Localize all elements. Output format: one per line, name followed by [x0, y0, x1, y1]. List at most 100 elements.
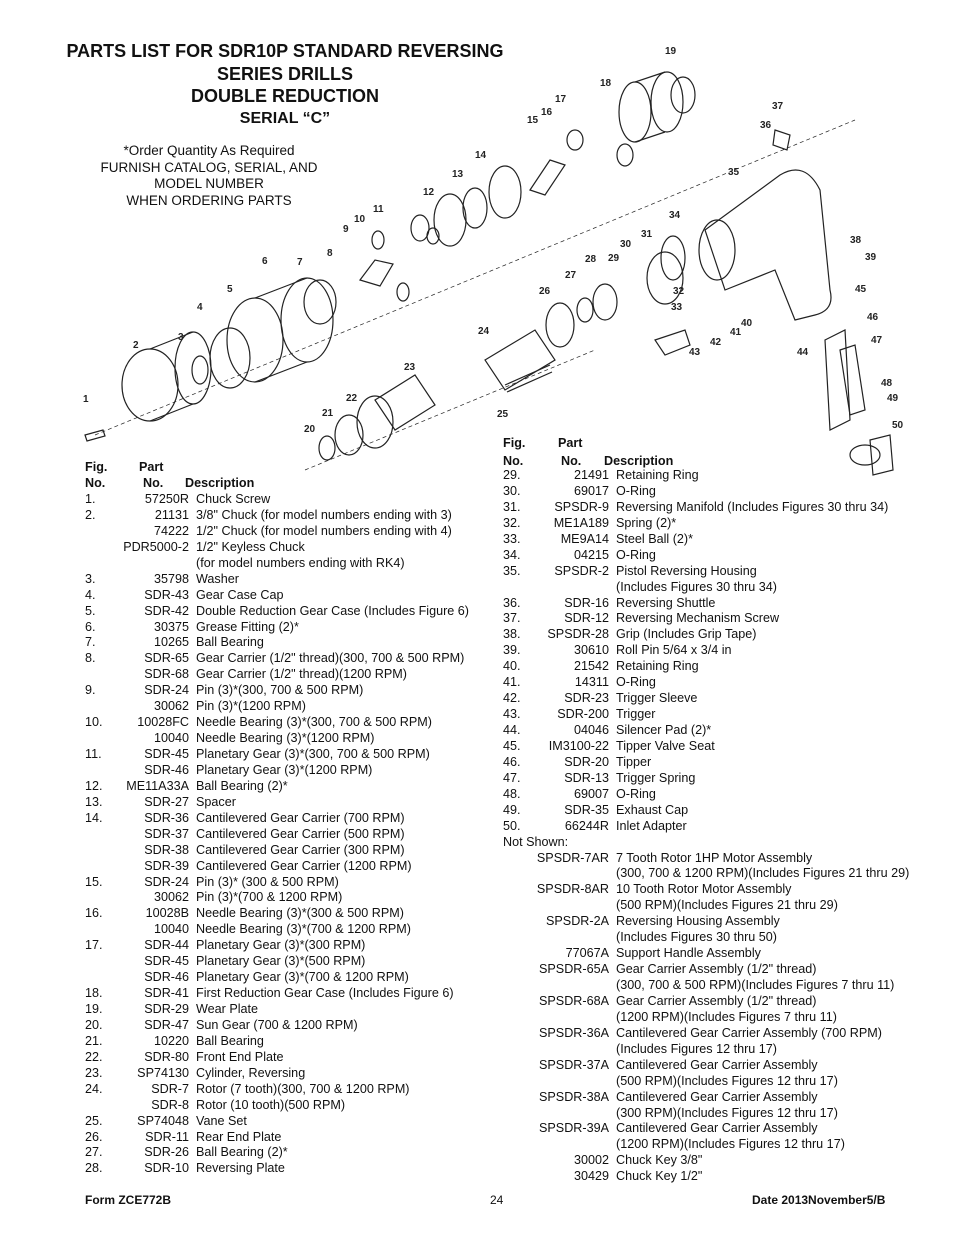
- part-number-cell: ME11A33A: [126, 778, 189, 793]
- description-cell: Reversing Shuttle: [616, 595, 716, 610]
- description-cell: Gear Carrier Assembly (1/2" thread): [616, 993, 817, 1008]
- fig-cell: 6.: [85, 619, 96, 634]
- callout-label: 24: [478, 326, 490, 337]
- description-cell: O-Ring: [616, 483, 656, 498]
- description-cell: (Includes Figures 12 thru 17): [616, 1041, 778, 1056]
- description-cell: Pin (3)*(1200 RPM): [196, 699, 306, 714]
- fig-cell: 38.: [503, 627, 521, 642]
- note-line-4: WHEN ORDERING PARTS: [126, 192, 292, 208]
- part-number-cell: SPSDR-28: [547, 627, 609, 642]
- description-cell: Planetary Gear (3)*(300 RPM): [196, 938, 366, 953]
- part-number-cell: SDR-27: [144, 794, 189, 809]
- fig-cell: 33.: [503, 531, 521, 546]
- callout-label: 36: [760, 120, 772, 131]
- callout-label: 7: [297, 257, 303, 268]
- table-row: SPSDR-38A Cantilevered Gear Carrier Assem…: [503, 1090, 933, 1106]
- description-cell: Planetary Gear (3)*(300, 700 & 500 RPM): [196, 747, 430, 761]
- fig-cell: 39.: [503, 643, 521, 658]
- part-number-cell: 21491: [573, 468, 609, 482]
- fig-cell: 18.: [85, 986, 103, 1001]
- part-number-cell: SPSDR-65A: [539, 962, 609, 977]
- part-number-cell: 21131: [154, 507, 189, 522]
- part-number-cell: PDR5000-2: [123, 539, 189, 554]
- part-number-cell: SDR-200: [557, 707, 609, 722]
- description-cell: Tipper: [616, 754, 652, 769]
- part-number-cell: SPSDR-38A: [539, 1089, 609, 1104]
- part-number-cell: SDR-68: [144, 667, 189, 682]
- description-cell: Planetary Gear (3)*(700 & 1200 RPM): [196, 970, 409, 985]
- description-cell: (300, 700 & 500 RPM)(Includes Figures 7 …: [616, 978, 895, 992]
- description-cell: Needle Bearing (3)*(1200 RPM): [196, 731, 375, 746]
- fig-cell: 20.: [85, 1017, 103, 1032]
- description-cell: Cantilevered Gear Carrier (1200 RPM): [196, 858, 412, 873]
- part-number-cell: SDR-16: [564, 595, 609, 610]
- description-cell: Washer: [196, 571, 239, 586]
- part-number-cell: SP74048: [137, 1113, 189, 1128]
- description-cell: Roll Pin 5/64 x 3/4 in: [616, 643, 732, 658]
- description-cell: Cantilevered Gear Carrier Assembly: [616, 1089, 818, 1104]
- table-row: (1200 RPM)(Includes Figures 12 thru 17): [503, 1137, 933, 1153]
- order-note: *Order Quantity As Required FURNISH CATA…: [78, 143, 340, 209]
- fig-cell: 16.: [85, 906, 103, 921]
- fig-cell: 32.: [503, 515, 521, 530]
- callout-label: 37: [772, 101, 784, 112]
- part-number-cell: SDR-80: [144, 1049, 189, 1064]
- part-number-cell: 21542: [573, 659, 609, 674]
- description-cell: (Includes Figures 30 thru 50): [616, 930, 778, 945]
- description-cell: Planetary Gear (3)*(500 RPM): [196, 954, 366, 969]
- description-cell: Double Reduction Gear Case (Includes Fig…: [196, 603, 470, 618]
- title-line-2: SERIES DRILLS: [216, 63, 354, 84]
- part-number-cell: 77067A: [565, 946, 609, 961]
- header-part-no: No.: [143, 476, 164, 490]
- part-number-cell: SDR-23: [564, 691, 609, 706]
- fig-cell: 26.: [85, 1129, 103, 1144]
- fig-cell: 41.: [503, 675, 521, 690]
- description-cell: Rotor (10 tooth)(500 RPM): [196, 1097, 346, 1112]
- description-cell: Chuck Key 1/2": [616, 1169, 703, 1184]
- description-cell: Gear Carrier (1/2" thread)(300, 700 & 50…: [196, 651, 465, 666]
- callout-label: 21: [322, 408, 334, 419]
- callout-label: 42: [710, 337, 722, 348]
- callout-label: 40: [741, 318, 753, 329]
- part-number-cell: SP74130: [137, 1065, 189, 1080]
- part-number-cell: SDR-45: [144, 954, 189, 969]
- header-description: Description: [604, 454, 674, 468]
- table-row: (for model numbers ending with RK4): [85, 556, 495, 572]
- callout-label: 26: [539, 286, 551, 297]
- table-row: (Includes Figures 12 thru 17): [503, 1042, 933, 1058]
- part-number-cell: IM3100-22: [548, 738, 609, 753]
- description-cell: (500 RPM)(Includes Figures 21 thru 29): [616, 898, 838, 913]
- description-cell: Tipper Valve Seat: [616, 738, 715, 753]
- part-number-cell: 04046: [573, 723, 609, 737]
- part-number-cell: 10040: [153, 731, 189, 746]
- part-number-cell: ME1A189: [553, 515, 609, 530]
- fig-cell: 37.: [503, 611, 521, 626]
- part-number-cell: 35798: [153, 571, 189, 586]
- callout-label: 19: [665, 46, 677, 57]
- callout-label: 5: [227, 284, 233, 295]
- description-cell: Inlet Adapter: [616, 818, 687, 833]
- table-header: Fig. No. Part No. Description: [85, 460, 495, 492]
- description-cell: Trigger: [616, 707, 656, 722]
- part-number-cell: 30002: [573, 1153, 609, 1168]
